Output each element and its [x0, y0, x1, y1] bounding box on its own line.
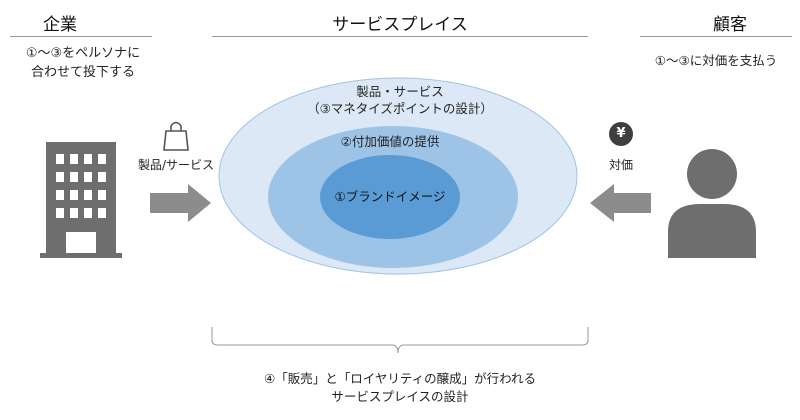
yen-coin-icon — [609, 122, 633, 146]
divider-customer — [640, 36, 792, 37]
arrow-left — [590, 184, 651, 222]
customer-flow-label: 対価 — [608, 158, 633, 172]
middle-ellipse-label: ②付加価値の提供 — [340, 134, 440, 149]
outer-ellipse-label-line2: （③マネタイズポイントの設計） — [307, 101, 493, 116]
person-icon — [668, 149, 756, 258]
inner-ellipse-label: ①ブランドイメージ — [334, 189, 446, 204]
customer-note: ①～③に対価を支払う — [654, 53, 778, 68]
header-company: 企業 — [43, 15, 77, 35]
arrow-right — [150, 184, 211, 222]
company-note: ①～③をペルソナに 合わせて投下する — [8, 44, 158, 82]
outer-ellipse-label: 製品・サービス （③マネタイズポイントの設計） — [250, 83, 550, 117]
footer-line2: サービスプレイスの設計 — [331, 389, 469, 404]
header-marketplace: サービスプレイス — [332, 15, 468, 35]
shopping-bag-icon — [163, 121, 189, 151]
company-flow-label: 製品/サービス — [137, 158, 215, 172]
divider-company — [10, 36, 152, 37]
header-customer: 顧客 — [713, 15, 747, 35]
footer-text: ④「販売」と「ロイヤリティの醸成」が行われる サービスプレイスの設計 — [200, 370, 600, 406]
inner-ellipse — [320, 155, 460, 239]
footer-line1: ④「販売」と「ロイヤリティの醸成」が行われる — [264, 371, 536, 386]
bottom-brace — [211, 327, 589, 354]
yen-symbol: ¥ — [616, 126, 626, 141]
divider-marketplace — [212, 36, 588, 37]
company-note-line2: 合わせて投下する — [30, 65, 135, 80]
company-note-line1: ①～③をペルソナに — [25, 46, 141, 61]
building-icon — [40, 142, 122, 258]
outer-ellipse-label-line1: 製品・サービス — [356, 84, 444, 99]
